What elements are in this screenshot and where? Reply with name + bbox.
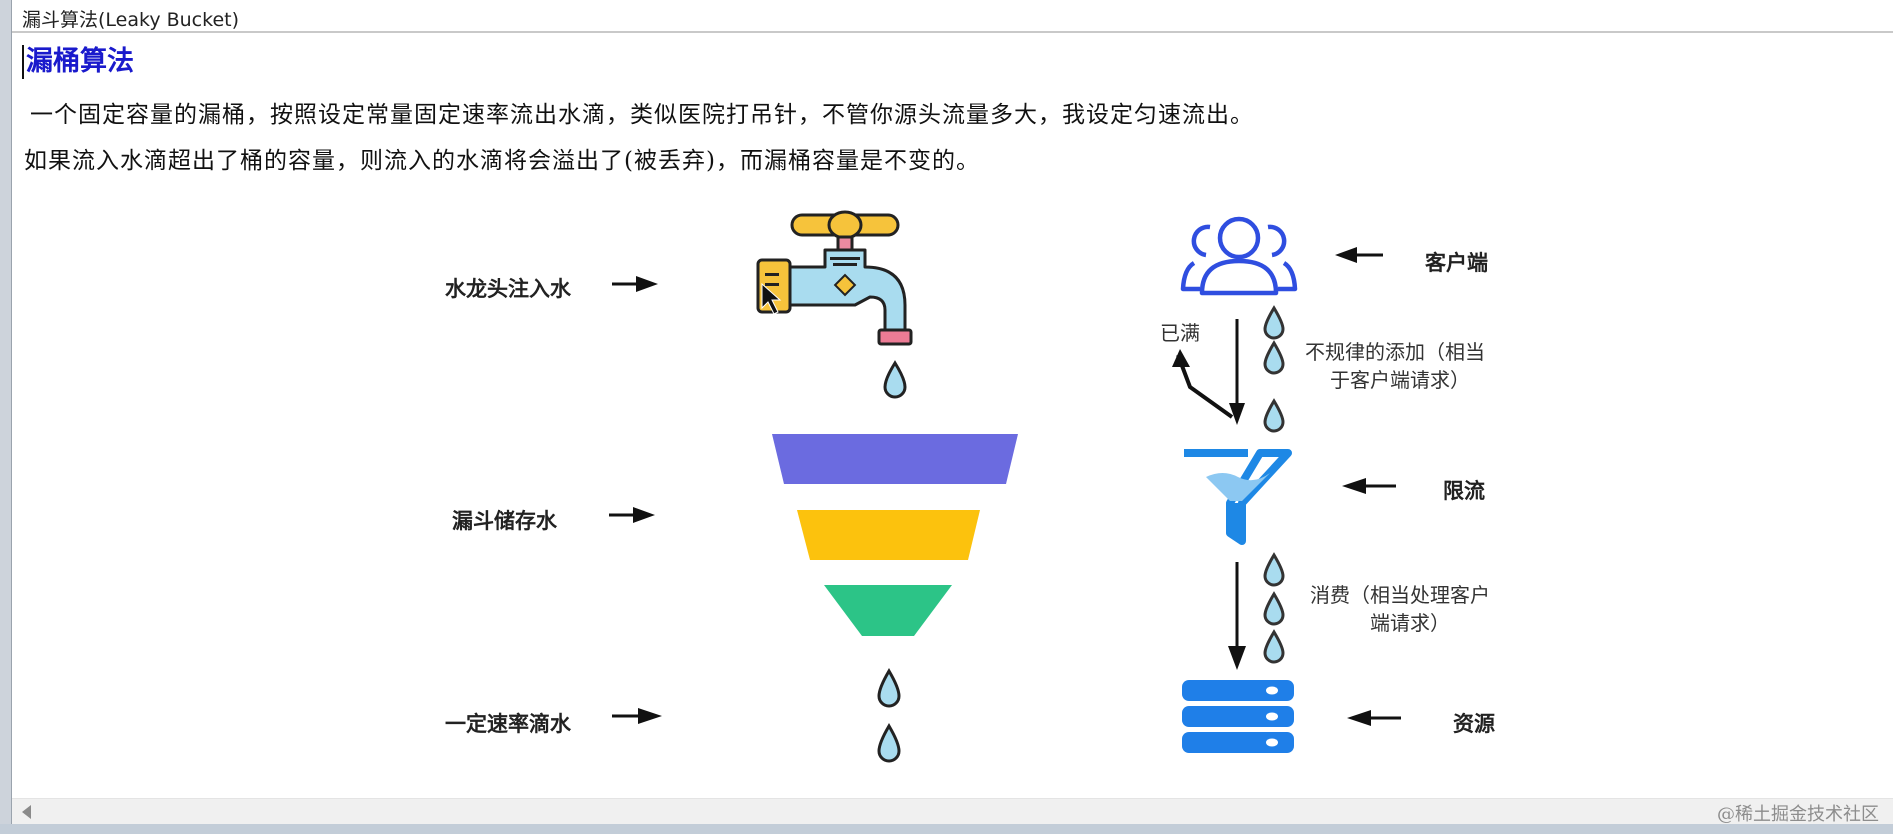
faucet-icon: [756, 210, 913, 399]
overflow-arrow-icon: [1172, 319, 1245, 425]
resource-label: 资源: [1453, 712, 1495, 736]
water-drop-icon: [1263, 398, 1285, 433]
water-drop-icon: [1263, 552, 1285, 587]
arrow-right-icon: [609, 507, 655, 523]
title-bar: 漏斗算法(Leaky Bucket): [12, 0, 1893, 33]
document-heading: 漏桶算法: [22, 45, 134, 79]
client-label: 客户端: [1425, 251, 1488, 275]
water-drop-icon: [1263, 591, 1285, 626]
mouse-cursor-icon: [761, 282, 782, 315]
arrow-right-icon: [612, 276, 658, 292]
users-icon: [1180, 216, 1298, 296]
water-drop-icon: [1263, 340, 1285, 375]
server-icon: [1182, 680, 1294, 753]
water-drop-icon: [877, 668, 901, 708]
arrow-left-icon: [1335, 247, 1383, 263]
arrow-left-icon: [1347, 710, 1401, 726]
full-note: 已满: [1160, 321, 1200, 345]
funnel-label: 漏斗储存水: [452, 509, 557, 533]
funnel-bar-bottom: [824, 585, 952, 636]
window-bottom-border: [0, 824, 1893, 834]
irregular-add-note-line1: 不规律的添加（相当: [1305, 340, 1485, 364]
horizontal-scrollbar[interactable]: [12, 798, 1893, 825]
funnel-icon: [1184, 449, 1292, 545]
paragraph-1: 一个固定容量的漏桶，按照设定常量固定速率流出水滴，类似医院打吊针，不管你源头流量…: [30, 102, 1254, 128]
irregular-add-note-line2: 于客户端请求）: [1330, 368, 1470, 392]
drip-label: 一定速率滴水: [445, 712, 571, 736]
funnel-bar-middle: [797, 510, 980, 560]
paragraph-2: 如果流入水滴超出了桶的容量，则流入的水滴将会溢出了(被丢弃)，而漏桶容量是不变的…: [24, 148, 980, 174]
consume-note-line1: 消费（相当处理客户: [1310, 583, 1490, 607]
rate-limit-label: 限流: [1443, 479, 1485, 503]
arrow-left-icon: [1342, 478, 1396, 494]
document-area[interactable]: 漏桶算法 一个固定容量的漏桶，按照设定常量固定速率流出水滴，类似医院打吊针，不管…: [12, 33, 1893, 799]
watermark: @稀土掘金技术社区: [1717, 804, 1879, 825]
consume-note-line2: 端请求）: [1370, 611, 1450, 635]
arrow-down-icon: [1228, 562, 1246, 670]
water-drop-icon: [877, 723, 901, 763]
arrow-right-icon: [612, 708, 662, 724]
funnel-bars-icon: [772, 434, 1018, 636]
window-left-border: [0, 0, 12, 834]
window-title: 漏斗算法(Leaky Bucket): [22, 9, 240, 31]
water-drop-icon: [1263, 305, 1285, 340]
water-drop-icon: [1263, 629, 1285, 664]
funnel-bar-top: [772, 434, 1018, 484]
scroll-left-arrow-icon[interactable]: [22, 805, 31, 819]
faucet-label: 水龙头注入水: [445, 277, 571, 301]
